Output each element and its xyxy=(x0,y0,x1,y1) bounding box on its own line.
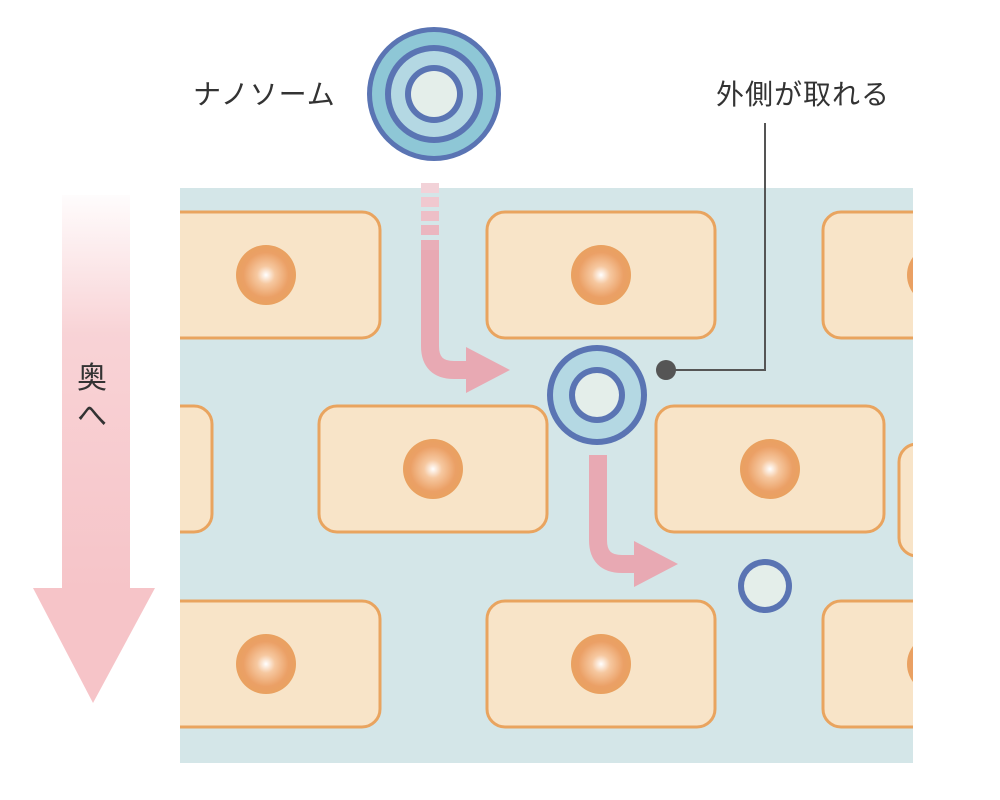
cell xyxy=(821,599,913,729)
cell-grid xyxy=(180,210,913,729)
cell xyxy=(180,210,382,340)
cell xyxy=(485,599,717,729)
pointer-line xyxy=(656,123,766,380)
cell xyxy=(821,210,913,340)
cell xyxy=(317,404,549,534)
nanosome-core-icon xyxy=(738,559,792,613)
nanosome-label: ナノソーム xyxy=(193,78,336,111)
cell xyxy=(654,404,886,534)
cell xyxy=(897,442,913,558)
cell xyxy=(485,210,717,340)
outer-layer-removed-label: 外側が取れる xyxy=(716,78,891,111)
cell xyxy=(180,599,382,729)
depth-label: 奥へ xyxy=(77,361,107,434)
nanosome-icon xyxy=(367,27,501,161)
nanosome-outer-removed-icon xyxy=(547,345,647,445)
cell xyxy=(180,404,214,534)
penetration-arrow-1 xyxy=(421,183,510,393)
depth-arrow xyxy=(33,195,155,703)
penetration-arrow-2 xyxy=(589,455,678,587)
